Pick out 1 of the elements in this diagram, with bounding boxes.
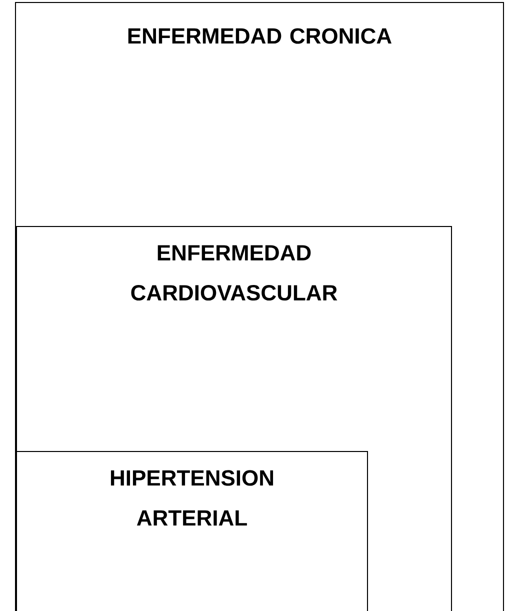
category-box: HIPERTENSION ARTERIAL (16, 451, 368, 611)
